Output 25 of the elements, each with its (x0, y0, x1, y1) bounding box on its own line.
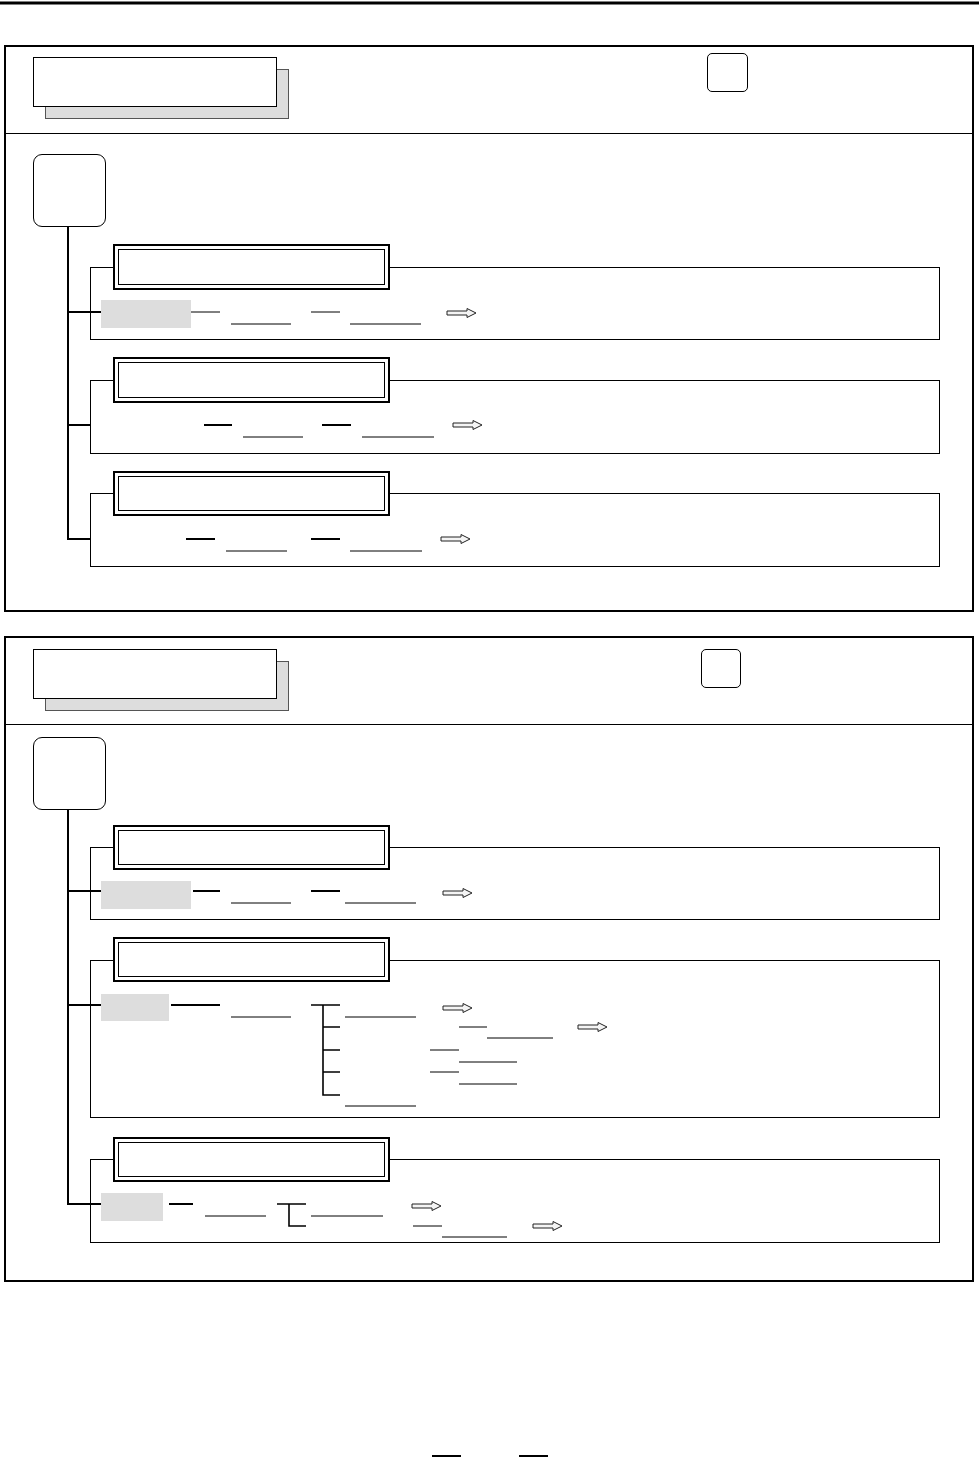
row-panel (90, 493, 940, 567)
connector-line (67, 226, 91, 540)
row-panel (90, 1159, 940, 1243)
row-panel (90, 267, 940, 340)
rounded-square (707, 53, 748, 92)
row-panel (90, 960, 940, 1118)
row-panel (90, 847, 940, 920)
shaded-block (101, 1193, 163, 1221)
shaded-block (101, 300, 191, 328)
header-tab (33, 649, 289, 711)
rounded-square (701, 649, 741, 688)
rounded-box (33, 154, 106, 227)
section-panel (4, 45, 974, 612)
shaded-block (101, 994, 169, 1021)
title-bar (113, 471, 390, 516)
section-panel (4, 636, 974, 1282)
title-bar (113, 244, 390, 290)
title-bar (113, 825, 390, 870)
title-bar (113, 1137, 390, 1182)
shaded-block (101, 881, 191, 909)
header-tab (33, 57, 289, 119)
row-panel (90, 380, 940, 454)
rounded-box (33, 737, 106, 810)
title-bar (113, 937, 390, 982)
title-bar (113, 357, 390, 403)
